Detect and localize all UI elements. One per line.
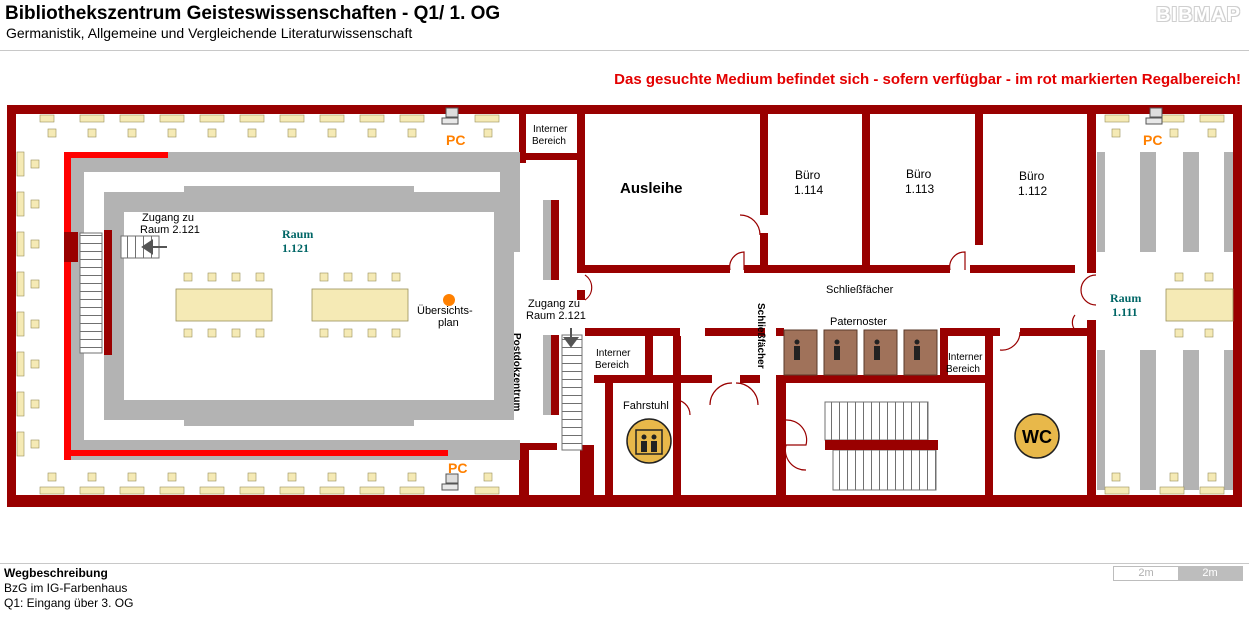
room-label: Raum <box>282 227 313 241</box>
walls <box>7 105 1242 507</box>
internal-area-label: Interner <box>533 124 568 135</box>
office-label: 1.114 <box>794 183 823 197</box>
direction-arrows <box>141 239 579 348</box>
wc-icon[interactable] <box>1014 413 1060 459</box>
pc-label: PC <box>448 460 467 476</box>
access-label: Raum 2.121 <box>526 310 586 322</box>
access-label: Zugang zu <box>528 298 580 310</box>
pc-label: PC <box>1143 132 1162 148</box>
floor-plan[interactable]: PC PC PC Interner Bereich Interner Berei… <box>0 100 1249 510</box>
header: Bibliothekszentrum Geisteswissenschaften… <box>0 0 1249 51</box>
internal-area-label: Interner <box>948 352 983 363</box>
paternoster-cabins <box>783 329 938 376</box>
pc-icon[interactable] <box>441 473 459 491</box>
access-label: Zugang zu <box>142 212 194 224</box>
inner-room-floor <box>84 172 500 400</box>
seats <box>16 114 1225 495</box>
lockers-label: Schließfächer <box>755 303 766 369</box>
room-label: 1.121 <box>282 241 309 255</box>
paternoster-label: Paternoster <box>830 316 887 328</box>
footer-divider <box>0 563 1249 564</box>
bibmap-logo: BIBMAP <box>1156 4 1241 26</box>
internal-area-label: Bereich <box>532 136 566 147</box>
internal-area-label: Bereich <box>595 360 629 371</box>
stairs <box>79 232 938 491</box>
elevator-label: Fahrstuhl <box>623 400 669 412</box>
directions-line: BzG im IG-Farbenhaus <box>4 581 128 595</box>
pc-icon[interactable] <box>441 107 459 125</box>
page-title: Bibliothekszentrum Geisteswissenschaften… <box>5 3 501 24</box>
doors <box>584 214 1097 471</box>
pc-label: PC <box>446 132 465 148</box>
location-notice: Das gesuchte Medium befindet sich - sofe… <box>614 71 1241 88</box>
overview-plan-marker[interactable] <box>443 294 455 306</box>
inner-ring-bumps <box>184 186 414 426</box>
highlighted-shelf[interactable] <box>64 152 448 460</box>
office-label: 1.112 <box>1018 184 1047 198</box>
scale-label: 2m <box>1178 567 1242 580</box>
dark-red-markers <box>64 200 559 415</box>
directions-line: Q1: Eingang über 3. OG <box>4 596 134 610</box>
scale-bar: 2m 2m <box>1113 566 1243 581</box>
scale-label: 2m <box>1114 567 1178 580</box>
office-label: Büro <box>1019 169 1045 183</box>
directions: Wegbeschreibung BzG im IG-Farbenhaus Q1:… <box>4 566 133 611</box>
lockers-label: Schließfächer <box>826 284 894 296</box>
ausleihe-label: Ausleihe <box>620 180 683 197</box>
access-label: Raum 2.121 <box>140 224 200 236</box>
elevator-icon[interactable] <box>626 418 672 464</box>
room-label: 1.111 <box>1112 305 1138 319</box>
page-subtitle: Germanistik, Allgemeine und Vergleichend… <box>6 25 413 41</box>
office-label: Büro <box>795 168 821 182</box>
overview-plan-label: plan <box>438 317 459 329</box>
tables <box>175 288 1234 322</box>
internal-area-label: Bereich <box>946 364 980 375</box>
room-label: Raum <box>1110 291 1141 305</box>
pc-icon[interactable] <box>1145 107 1163 125</box>
directions-heading: Wegbeschreibung <box>4 566 108 580</box>
internal-area-label: Interner <box>596 348 631 359</box>
wc-label: WC <box>1022 427 1052 447</box>
poststelle-label: Postdokzentrum <box>511 333 522 411</box>
overview-plan-label: Übersichts- <box>417 305 473 317</box>
office-label: Büro <box>906 167 932 181</box>
office-label: 1.113 <box>905 182 934 196</box>
